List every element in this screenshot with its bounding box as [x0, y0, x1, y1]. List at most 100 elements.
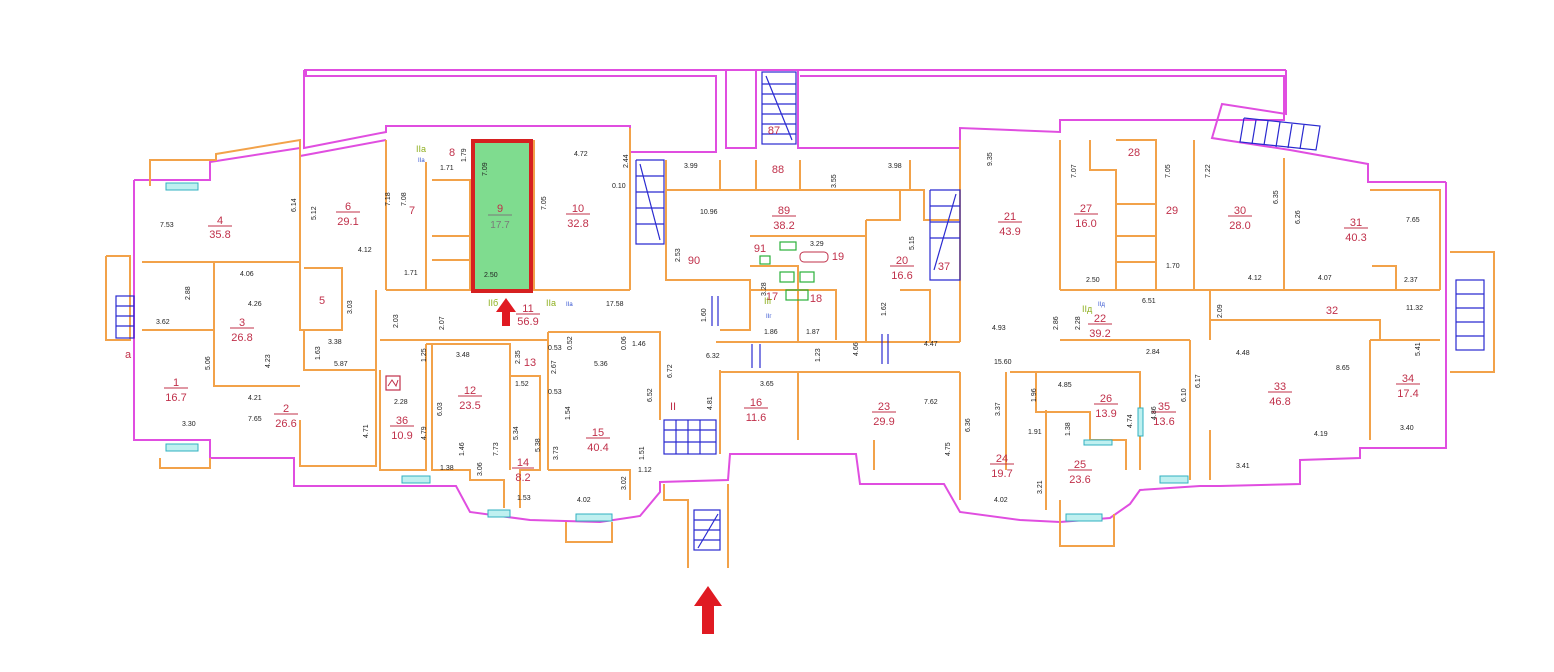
selected-room-number: 9	[497, 203, 503, 215]
svg-text:6.52: 6.52	[647, 388, 654, 402]
room-2: 226.6	[274, 403, 298, 430]
svg-text:4.72: 4.72	[574, 151, 588, 158]
svg-text:1.96: 1.96	[1031, 388, 1038, 402]
room-I: a	[125, 349, 132, 361]
svg-text:6.17: 6.17	[1195, 374, 1202, 388]
svg-text:40.4: 40.4	[587, 442, 608, 454]
room-5: 5	[319, 295, 325, 307]
svg-text:7.22: 7.22	[1205, 164, 1212, 178]
svg-text:3.98: 3.98	[888, 163, 902, 170]
windows	[165, 182, 1189, 522]
svg-text:9.35: 9.35	[987, 152, 994, 166]
svg-text:2.09: 2.09	[1217, 304, 1224, 318]
svg-text:5.06: 5.06	[205, 356, 212, 370]
room-19: 19	[832, 251, 844, 263]
svg-text:23: 23	[878, 401, 890, 413]
svg-text:1.71: 1.71	[404, 270, 418, 277]
svg-text:6.72: 6.72	[667, 364, 674, 378]
svg-text:2.37: 2.37	[1404, 277, 1418, 284]
svg-text:13: 13	[524, 357, 536, 369]
room-17: 17	[766, 291, 778, 303]
room-14: 148.2	[512, 457, 534, 484]
arrow-up-icon	[694, 586, 722, 634]
svg-text:37: 37	[938, 261, 950, 273]
svg-text:4.06: 4.06	[240, 271, 254, 278]
svg-text:10: 10	[572, 203, 584, 215]
svg-text:3.03: 3.03	[347, 300, 354, 314]
svg-text:7.07: 7.07	[1071, 164, 1078, 178]
room-28: 28	[1128, 147, 1140, 159]
svg-text:12: 12	[464, 385, 476, 397]
svg-text:2: 2	[283, 403, 289, 415]
svg-text:2.67: 2.67	[551, 360, 558, 374]
room-6: 629.1	[336, 201, 360, 228]
svg-text:3.21: 3.21	[1037, 480, 1044, 494]
svg-text:1.25: 1.25	[421, 348, 428, 362]
svg-text:11: 11	[522, 303, 533, 315]
svg-text:0.53: 0.53	[548, 389, 562, 396]
svg-text:8.2: 8.2	[515, 472, 530, 484]
svg-text:6.10: 6.10	[1181, 388, 1188, 402]
selected-dim-bottom: 2.50	[484, 272, 498, 279]
svg-text:3.38: 3.38	[328, 339, 342, 346]
svg-text:7.05: 7.05	[541, 196, 548, 210]
svg-text:0.53: 0.53	[548, 345, 562, 352]
svg-text:6.51: 6.51	[1142, 298, 1156, 305]
svg-text:7.53: 7.53	[160, 222, 174, 229]
svg-text:21: 21	[1004, 211, 1016, 223]
svg-text:4.74: 4.74	[1127, 414, 1134, 428]
room-91: 91	[754, 243, 766, 255]
svg-text:7.65: 7.65	[1406, 217, 1420, 224]
svg-text:1.62: 1.62	[881, 302, 888, 316]
svg-text:4.02: 4.02	[577, 497, 591, 504]
svg-text:2.44: 2.44	[623, 154, 630, 168]
svg-text:3: 3	[239, 317, 245, 329]
room-90: 90	[688, 255, 700, 267]
room-29: 29	[1166, 205, 1178, 217]
svg-text:4.81: 4.81	[707, 396, 714, 410]
selected-room-9[interactable]: 7.09 9 17.7 2.50	[471, 139, 533, 293]
svg-text:7.08: 7.08	[401, 192, 408, 206]
svg-text:4.21: 4.21	[248, 395, 262, 402]
svg-text:0.10: 0.10	[612, 183, 626, 190]
svg-text:2.88: 2.88	[185, 286, 192, 300]
svg-text:1: 1	[173, 377, 179, 389]
svg-text:88: 88	[772, 164, 784, 176]
svg-text:18: 18	[810, 293, 822, 305]
svg-text:4.48: 4.48	[1236, 350, 1250, 357]
svg-text:3.02: 3.02	[621, 476, 628, 490]
svg-text:6: 6	[345, 201, 351, 213]
room-24: 24 19.7	[990, 453, 1014, 480]
svg-text:5: 5	[319, 295, 325, 307]
svg-text:11.6: 11.6	[746, 412, 767, 424]
svg-text:14: 14	[517, 457, 529, 469]
room-18: 18	[810, 293, 822, 305]
room-8: 8	[449, 147, 455, 159]
room-4: 435.8	[208, 215, 232, 241]
svg-text:4.85: 4.85	[1058, 382, 1072, 389]
svg-text:1.12: 1.12	[638, 467, 652, 474]
svg-text:22: 22	[1094, 313, 1106, 325]
outer-walls	[133, 69, 1447, 524]
dimension-labels: 7.53 4.06 2.88 3.62 4.26 6.14 5.12 4.12 …	[156, 148, 1423, 504]
selected-dim-top: 7.09	[482, 162, 489, 176]
room-88: 88	[772, 164, 784, 176]
svg-text:19.7: 19.7	[991, 468, 1012, 480]
svg-text:28.0: 28.0	[1229, 220, 1250, 232]
svg-text:4.47: 4.47	[924, 341, 938, 348]
svg-text:6.32: 6.32	[706, 353, 720, 360]
svg-text:IIб: IIб	[488, 298, 498, 308]
svg-text:6.35: 6.35	[1273, 190, 1280, 204]
svg-text:1.87: 1.87	[806, 329, 820, 336]
svg-text:30: 30	[1234, 205, 1246, 217]
svg-text:35.8: 35.8	[209, 229, 230, 241]
svg-text:24: 24	[996, 453, 1008, 465]
svg-text:91: 91	[754, 243, 766, 255]
